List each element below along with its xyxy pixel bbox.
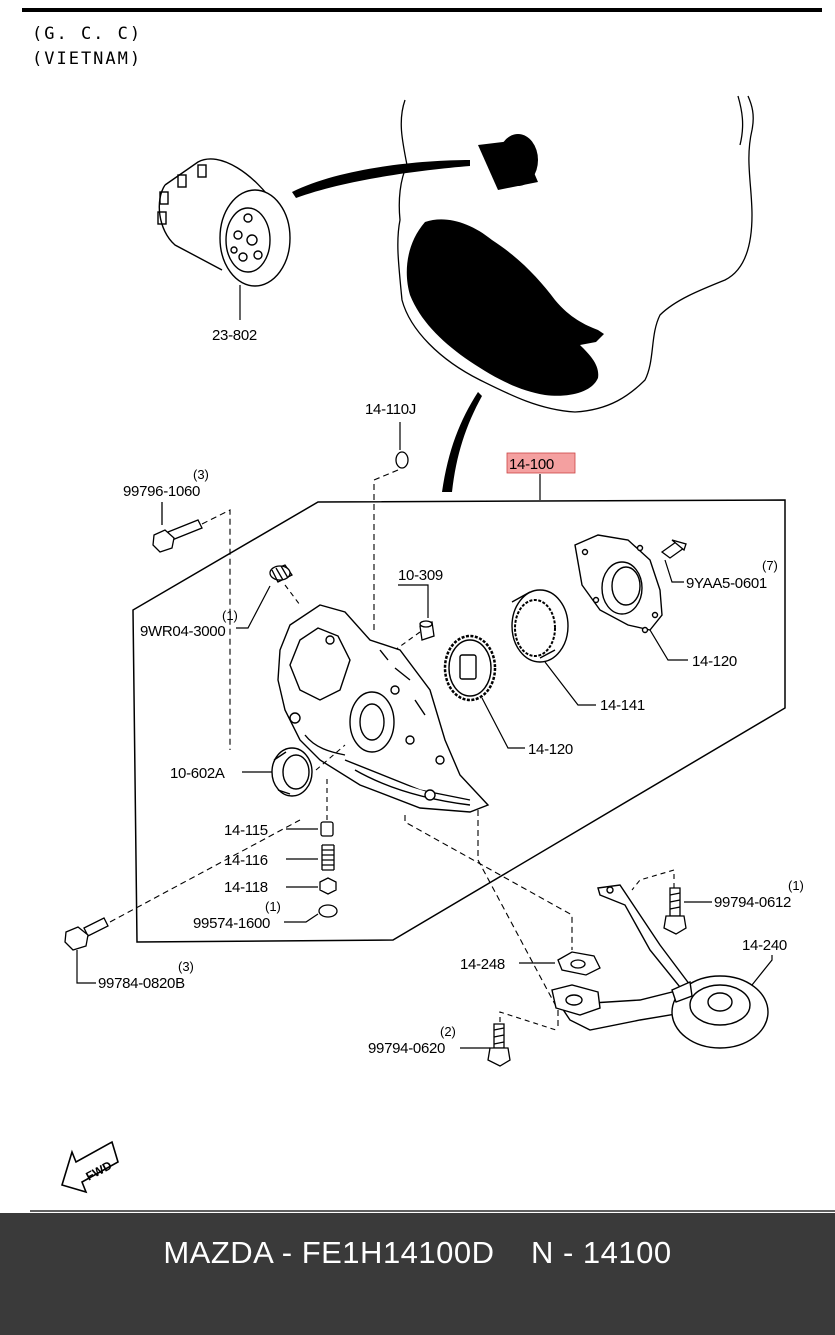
- dashed-guide-strainer: [404, 815, 573, 950]
- dashed-guide-pin: [394, 631, 421, 651]
- dowel-pin-icon: [419, 620, 435, 641]
- label-99574-1600[interactable]: 99574-1600: [193, 915, 270, 932]
- qty-9YAA5-0601: (7): [762, 558, 778, 573]
- label-14-116[interactable]: 14-116: [224, 852, 268, 869]
- leader-99784-0820B: [76, 950, 96, 984]
- o-ring-icon: [395, 451, 409, 469]
- oil-filter-illustration: [157, 158, 291, 287]
- relief-valve-parts-icon: [319, 821, 337, 895]
- outer-rotor-icon: [511, 589, 569, 663]
- qty-9WR04-3000: (1): [222, 608, 238, 623]
- part-number-caption: MAZDA - FE1H14100D N - 14100: [163, 1235, 672, 1270]
- label-14-248[interactable]: 14-248: [460, 956, 505, 973]
- label-99796-1060[interactable]: 99796-1060: [123, 483, 200, 500]
- label-14-132B[interactable]: 14-120: [528, 741, 573, 758]
- label-9YAA5-0601[interactable]: 9YAA5-0601: [686, 575, 767, 592]
- engine-block-illustration: [397, 95, 754, 413]
- oil-pump-body-illustration: [277, 604, 490, 813]
- label-14-120-text[interactable]: 14-120: [692, 653, 737, 670]
- dashed-guide-0620: [499, 1011, 557, 1031]
- dashed-guide-0612: [631, 869, 675, 891]
- top-border: [22, 8, 822, 12]
- oil-filler-plug-illustration: [292, 134, 538, 198]
- leader-9YAA5-0601: [664, 559, 684, 583]
- label-10-309[interactable]: 10-309: [398, 567, 443, 584]
- qty-99574-1600: (1): [265, 899, 281, 914]
- leader-14-120: [649, 629, 688, 661]
- parts-diagram: (G. C. C) (VIETNAM) 23-802 14-110J 14-10…: [22, 8, 835, 1212]
- label-10-602A[interactable]: 10-602A: [170, 765, 225, 782]
- dashed-guide-plug: [284, 584, 301, 606]
- qty-99794-0612: (1): [788, 878, 804, 893]
- label-99794-0612[interactable]: 99794-0612: [714, 894, 791, 911]
- label-14-100[interactable]: 14-100: [509, 456, 554, 473]
- strainer-gasket-icon: [557, 951, 601, 976]
- pump-cover-icon: [574, 534, 663, 634]
- highlight-14-100: [506, 452, 576, 474]
- leader-14-132B: [481, 697, 525, 749]
- dashed-guide-long-bolt: [109, 819, 301, 923]
- assembly-box: [132, 499, 786, 943]
- label-14-118[interactable]: 14-118: [224, 879, 268, 896]
- footer-bar: MAZDA - FE1H14100D N - 14100: [0, 1213, 835, 1335]
- short-bolt-icon: [487, 1023, 511, 1067]
- long-bolt-icon: [64, 917, 109, 951]
- label-14-115[interactable]: 14-115: [224, 822, 268, 839]
- label-9WR04-3000[interactable]: 9WR04-3000: [140, 623, 226, 640]
- label-99794-0620[interactable]: 99794-0620: [368, 1040, 445, 1057]
- header-line-2: (VIETNAM): [32, 49, 142, 69]
- strainer-bolt-icon: [663, 887, 687, 935]
- header-line-1: (G. C. C): [32, 24, 142, 44]
- dashed-guide-seal: [315, 744, 346, 771]
- label-23-802[interactable]: 23-802: [212, 327, 257, 344]
- leader-99574-1600: [284, 913, 319, 923]
- fwd-arrow-icon: FWD: [60, 1140, 119, 1194]
- inner-rotor-icon: [443, 634, 497, 702]
- installation-arrow: [442, 392, 482, 492]
- label-14-110J[interactable]: 14-110J: [365, 401, 416, 418]
- leader-10-309: [398, 584, 429, 618]
- dashed-guide-bolt: [201, 509, 231, 750]
- bolt-icon: [152, 502, 203, 553]
- engine-oil-pan-silhouette: [406, 219, 604, 396]
- qty-99794-0620: (2): [440, 1024, 456, 1039]
- plug-icon: [269, 564, 293, 583]
- dashed-guide-strainer-bolt: [477, 810, 559, 1030]
- leader-14-240: [751, 955, 773, 986]
- gasket-icon: [318, 904, 338, 918]
- screw-icon: [660, 539, 687, 559]
- oil-strainer-icon: [551, 884, 769, 1049]
- label-99784-0820B[interactable]: 99784-0820B: [98, 975, 185, 992]
- label-14-141[interactable]: 14-141: [600, 697, 645, 714]
- dashed-guide-oring: [373, 469, 399, 630]
- qty-99796-1060: (3): [193, 467, 209, 482]
- leader-14-141: [544, 661, 596, 706]
- oil-seal-icon: [271, 747, 313, 797]
- qty-99784-0820B: (3): [178, 959, 194, 974]
- leader-9WR04-3000: [236, 585, 271, 629]
- label-14-240[interactable]: 14-240: [742, 937, 787, 954]
